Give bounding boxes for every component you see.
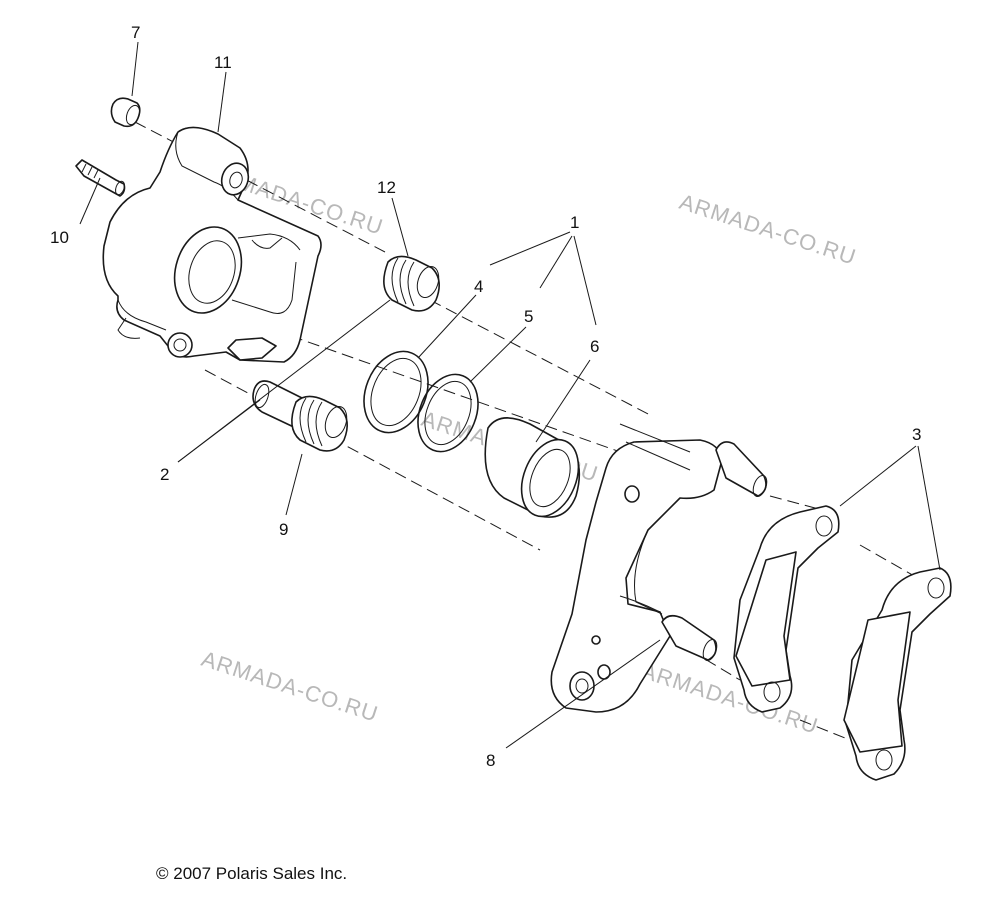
watermark-4: ARMADA-CO.RU xyxy=(198,646,381,727)
callout-2: 2 xyxy=(160,465,169,484)
part-6-piston xyxy=(484,417,581,518)
watermark-5: ARMADA-CO.RU xyxy=(638,658,821,739)
part-3-brake-pad-outer xyxy=(843,567,952,781)
part-7-bleeder-cap xyxy=(110,97,141,128)
callout-8: 8 xyxy=(486,751,495,770)
part-11-caliper-body xyxy=(102,126,322,363)
part-4-piston-seal xyxy=(363,350,429,434)
callout-9: 9 xyxy=(279,520,288,539)
part-8-caliper-bracket xyxy=(550,423,768,713)
callout-12: 12 xyxy=(377,178,396,197)
leader-lines xyxy=(79,41,941,749)
callout-6: 6 xyxy=(590,337,599,356)
part-9-pin-boot xyxy=(291,395,348,452)
callout-4: 4 xyxy=(474,277,483,296)
callout-1: 1 xyxy=(570,213,579,232)
callout-labels: 7 11 10 12 1 4 5 6 2 9 8 3 xyxy=(50,23,921,770)
part-5-dust-seal xyxy=(417,373,479,453)
callout-11: 11 xyxy=(214,53,232,72)
part-3-brake-pad-inner xyxy=(733,505,840,713)
callout-5: 5 xyxy=(524,307,533,326)
callout-7: 7 xyxy=(131,23,140,42)
part-10-bleeder-screw xyxy=(75,159,126,197)
callout-10: 10 xyxy=(50,228,69,247)
part-12-pin-boot xyxy=(383,255,440,312)
copyright-notice: © 2007 Polaris Sales Inc. xyxy=(156,864,348,883)
callout-3: 3 xyxy=(912,425,921,444)
watermark-2: ARMADA-CO.RU xyxy=(676,189,859,270)
